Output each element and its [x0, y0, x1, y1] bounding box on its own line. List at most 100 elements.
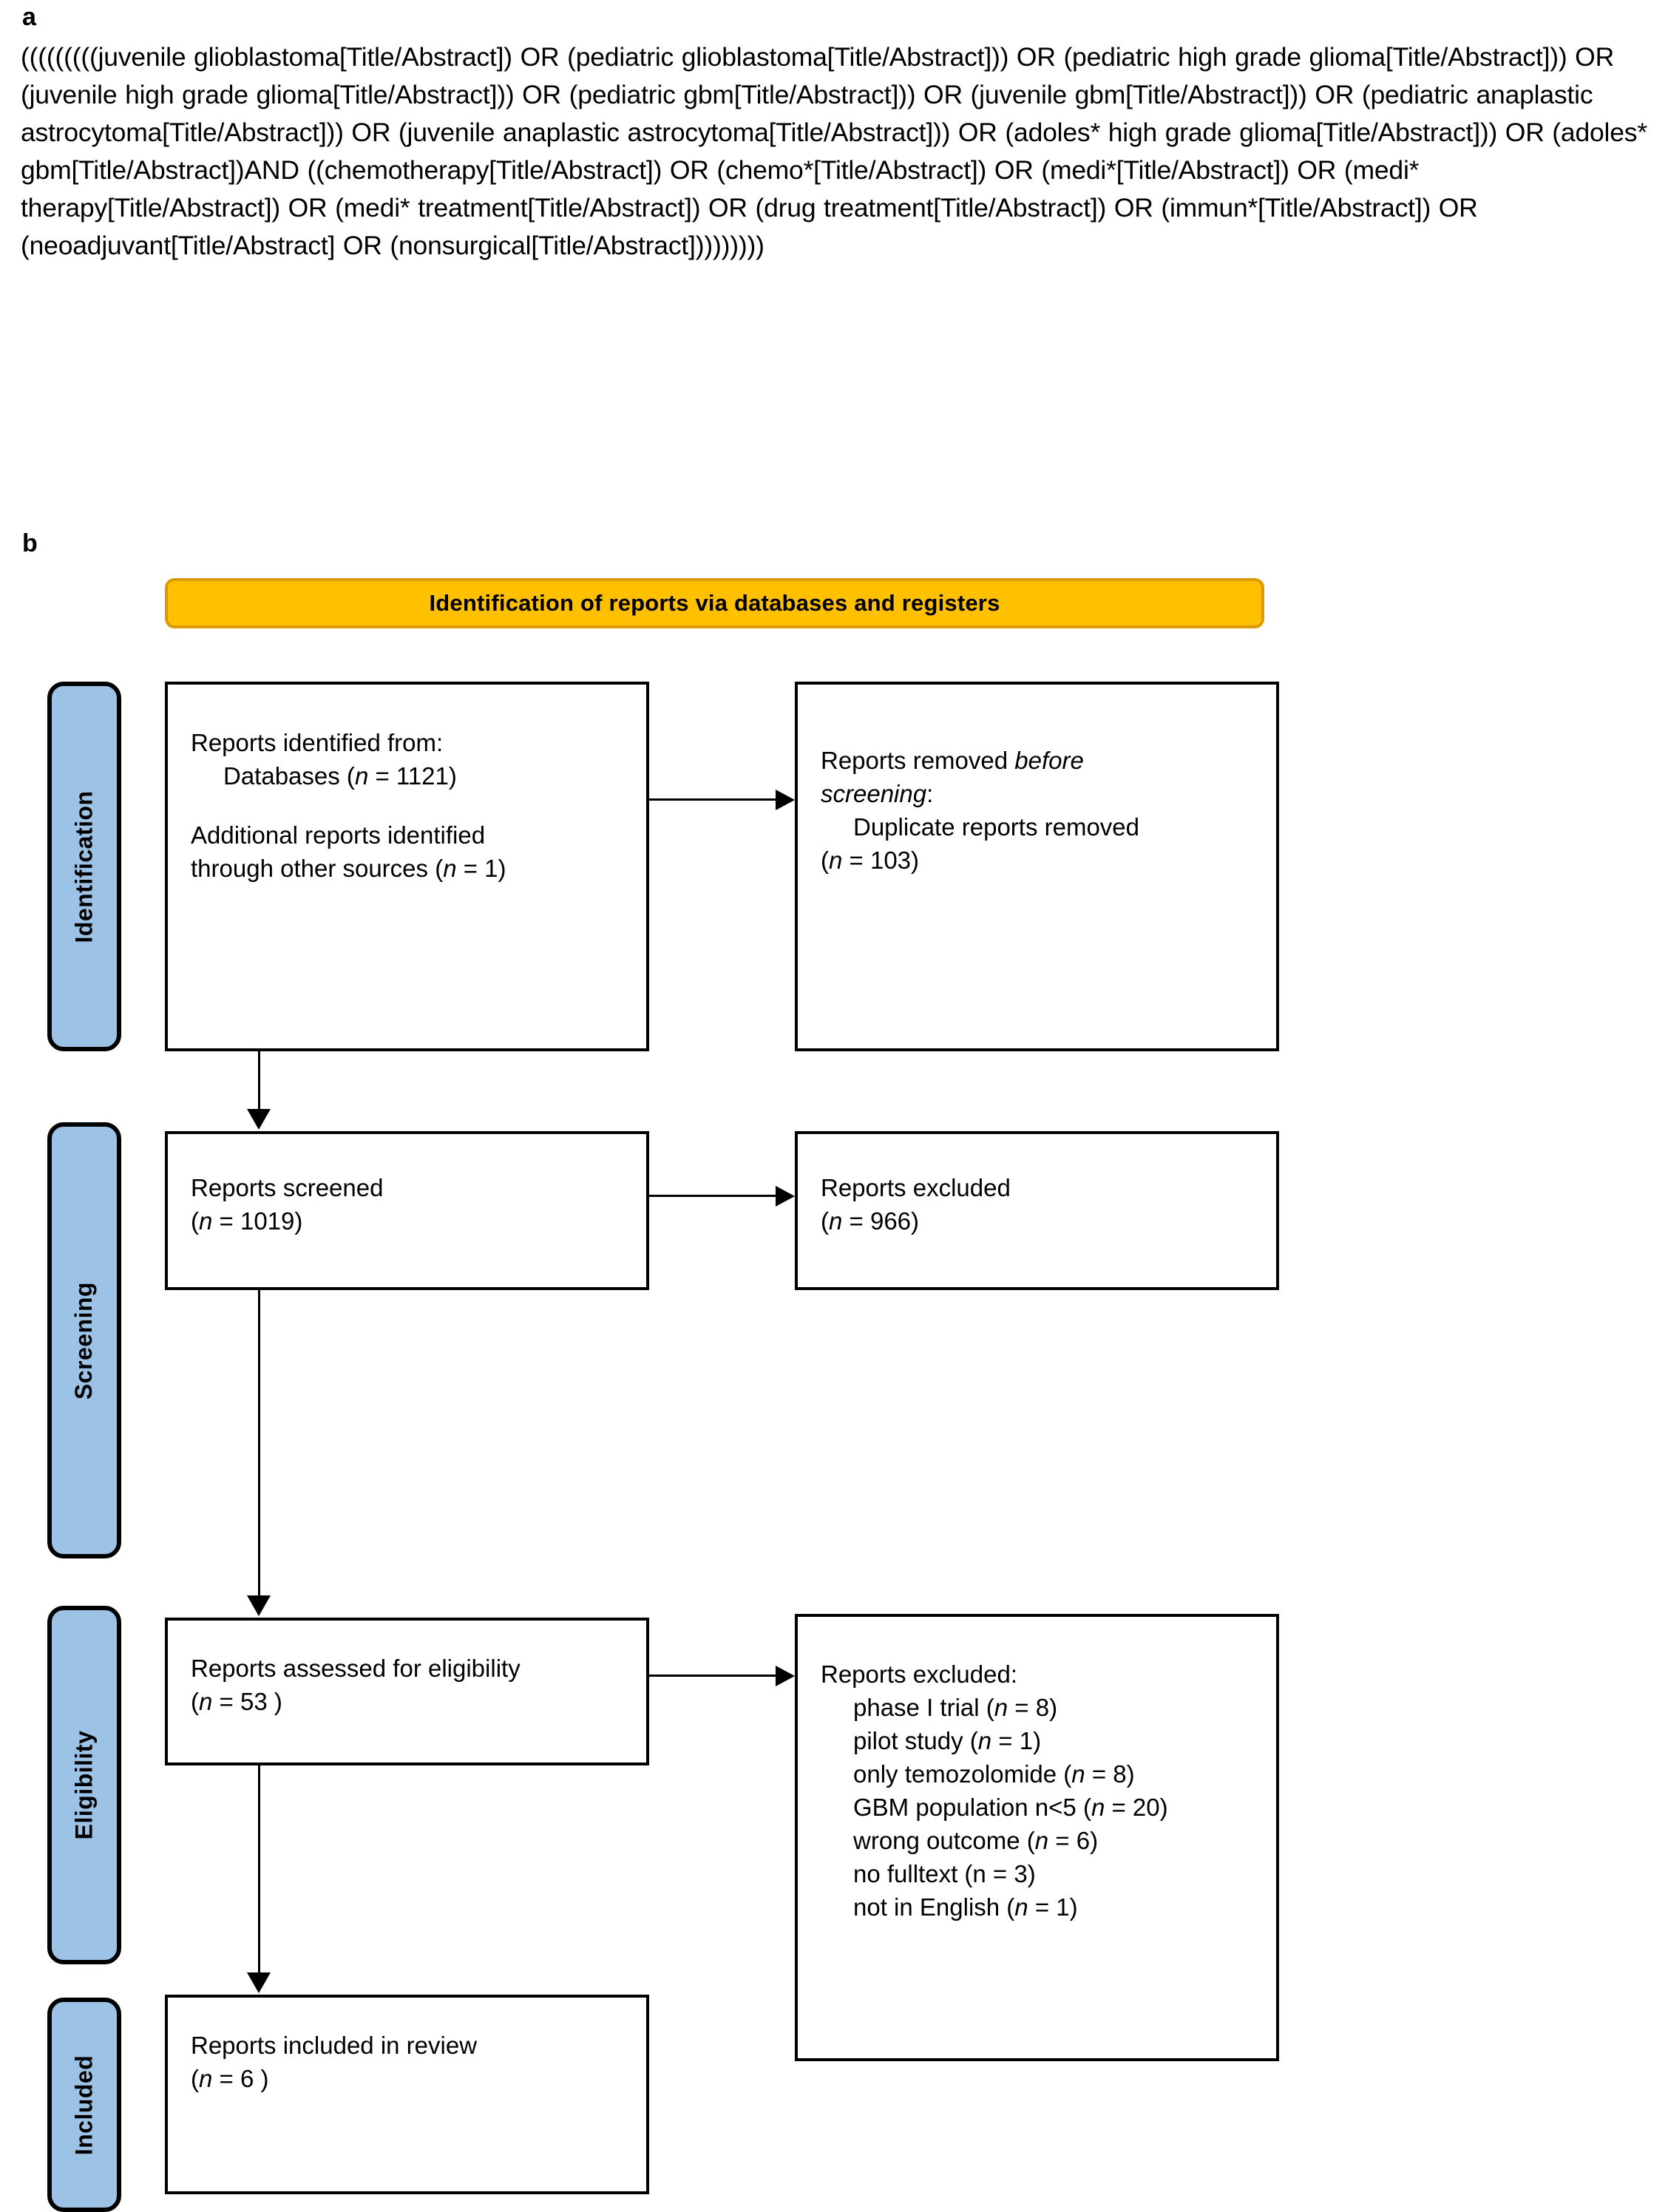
node-reports-included-line2: (n = 6 ) [191, 2062, 633, 2095]
node-reports-identified-line3: Additional reports identified [191, 821, 486, 849]
reason-count: = 20) [1105, 1794, 1168, 1821]
exclusion-reason: only temozolomide (n = 8) [821, 1757, 1263, 1791]
exclusion-reason: GBM population n<5 (n = 20) [821, 1791, 1263, 1824]
excluded-count: = 966) [842, 1207, 920, 1235]
assessed-count: = 53 ) [212, 1688, 282, 1715]
node-reports-assessed-eligibility: Reports assessed for eligibility (n = 53… [165, 1618, 649, 1765]
exclusion-reason: wrong outcome (n = 6) [821, 1824, 1263, 1857]
removed-prefix: Reports removed [821, 747, 1015, 774]
reason-count: = 8) [1085, 1760, 1135, 1788]
node-reports-excluded-screening-line1: Reports excluded [821, 1174, 1011, 1201]
reason-count: = 8) [1008, 1694, 1058, 1721]
assessed-prefix: ( [191, 1688, 199, 1715]
n-symbol: n [1034, 1827, 1049, 1854]
arrowhead-down-icon [247, 1972, 271, 1993]
n-symbol: n [829, 847, 843, 874]
n-symbol: n [829, 1207, 843, 1235]
node-reports-included-line1: Reports included in review [191, 2032, 478, 2059]
connector-eligibility-to-included [258, 1765, 260, 1974]
node-reports-identified-line4: through other sources (n = 1) [191, 852, 633, 885]
node-reports-removed: Reports removed before screening: Duplic… [795, 682, 1279, 1051]
connector-identified-to-removed [649, 798, 779, 801]
exclusion-reason: pilot study (n = 1) [821, 1724, 1263, 1757]
stage-label-eligibility: Eligibility [47, 1606, 121, 1964]
node-reports-removed-line2: screening: [821, 777, 1263, 810]
n-symbol: n [199, 2065, 213, 2092]
search-query-text: (((((((((juvenile glioblastoma[Title/Abs… [21, 42, 1647, 260]
arrowhead-down-icon [247, 1595, 271, 1616]
flow-header-bar: Identification of reports via databases … [165, 578, 1264, 628]
node-reports-excluded-eligibility-line1: Reports excluded: [821, 1660, 1017, 1688]
stage-label-identification-text: Identification [70, 790, 98, 943]
node-reports-assessed-eligibility-line2: (n = 53 ) [191, 1685, 633, 1718]
excluded-prefix: ( [821, 1207, 829, 1235]
node-reports-identified-line1: Reports identified from: [191, 729, 444, 756]
connector-screened-to-eligibility [258, 1290, 260, 1597]
screened-prefix: ( [191, 1207, 199, 1235]
node-reports-screened-line2: (n = 1019) [191, 1204, 633, 1238]
other-sources-count: = 1) [456, 855, 506, 882]
exclusion-reason: not in English (n = 1) [821, 1890, 1263, 1924]
node-reports-excluded-screening: Reports excluded (n = 966) [795, 1131, 1279, 1290]
colon: : [926, 780, 934, 807]
stage-label-screening-text: Screening [70, 1281, 98, 1400]
databases-count: = 1121) [368, 762, 457, 790]
panel-b-label: b [22, 529, 38, 557]
node-reports-removed-line1: Reports removed before [821, 744, 1263, 777]
duplicates-count: = 103) [842, 847, 920, 874]
node-reports-removed-line4: (n = 103) [821, 844, 1263, 877]
included-count: = 6 ) [212, 2065, 269, 2092]
exclusion-reason: no fulltext (n = 3) [821, 1857, 1263, 1890]
node-reports-identified: Reports identified from: Databases (n = … [165, 682, 649, 1051]
node-reports-screened: Reports screened (n = 1019) [165, 1131, 649, 1290]
reason-label: phase I trial ( [853, 1694, 994, 1721]
n-symbol: n [199, 1688, 213, 1715]
stage-label-included-text: Included [70, 2055, 98, 2155]
reason-label: not in English ( [853, 1893, 1015, 1921]
n-symbol: n [1014, 1893, 1028, 1921]
flow-header-title: Identification of reports via databases … [429, 590, 1000, 616]
stage-label-eligibility-text: Eligibility [70, 1730, 98, 1840]
reason-count: = 6) [1048, 1827, 1099, 1854]
n-symbol: n [1091, 1794, 1105, 1821]
reason-label: wrong outcome ( [853, 1827, 1035, 1854]
n-symbol: n [354, 762, 369, 790]
node-reports-included: Reports included in review (n = 6 ) [165, 1995, 649, 2194]
connector-identified-to-screened [258, 1051, 260, 1110]
reason-count: = 1) [991, 1727, 1042, 1754]
connector-screened-to-excluded [649, 1195, 779, 1197]
reason-label: GBM population n<5 ( [853, 1794, 1091, 1821]
reason-label: pilot study ( [853, 1727, 978, 1754]
node-reports-assessed-eligibility-line1: Reports assessed for eligibility [191, 1655, 521, 1682]
screening-emphasis: screening [821, 780, 927, 807]
arrowhead-right-icon [776, 1186, 795, 1207]
before-emphasis: before [1014, 747, 1084, 774]
node-reports-removed-line3: Duplicate reports removed [853, 813, 1140, 841]
screened-count: = 1019) [212, 1207, 303, 1235]
included-prefix: ( [191, 2065, 199, 2092]
reason-label: no fulltext (n = 3) [853, 1860, 1036, 1887]
other-sources-prefix: through other sources ( [191, 855, 444, 882]
stage-label-identification: Identification [47, 682, 121, 1051]
arrowhead-down-icon [247, 1109, 271, 1130]
node-reports-screened-line1: Reports screened [191, 1174, 384, 1201]
node-reports-excluded-eligibility: Reports excluded: phase I trial (n = 8) … [795, 1614, 1279, 2061]
connector-eligibility-to-excluded [649, 1675, 779, 1677]
prisma-flow-diagram: Identification of reports via databases … [0, 547, 1668, 2212]
exclusion-reason: phase I trial (n = 8) [821, 1691, 1263, 1724]
reason-count: = 1) [1028, 1893, 1078, 1921]
reason-label: only temozolomide ( [853, 1760, 1072, 1788]
n-symbol: n [443, 855, 457, 882]
arrowhead-right-icon [776, 790, 795, 810]
n-symbol: n [1071, 1760, 1085, 1788]
duplicates-prefix: ( [821, 847, 829, 874]
n-symbol: n [977, 1727, 992, 1754]
databases-prefix: Databases ( [223, 762, 355, 790]
stage-label-screening: Screening [47, 1122, 121, 1558]
n-symbol: n [199, 1207, 213, 1235]
panel-a-label: a [22, 3, 36, 31]
node-reports-identified-line2: Databases (n = 1121) [191, 759, 633, 793]
n-symbol: n [994, 1694, 1008, 1721]
node-reports-excluded-screening-line2: (n = 966) [821, 1204, 1263, 1238]
stage-label-included: Included [47, 1998, 121, 2212]
